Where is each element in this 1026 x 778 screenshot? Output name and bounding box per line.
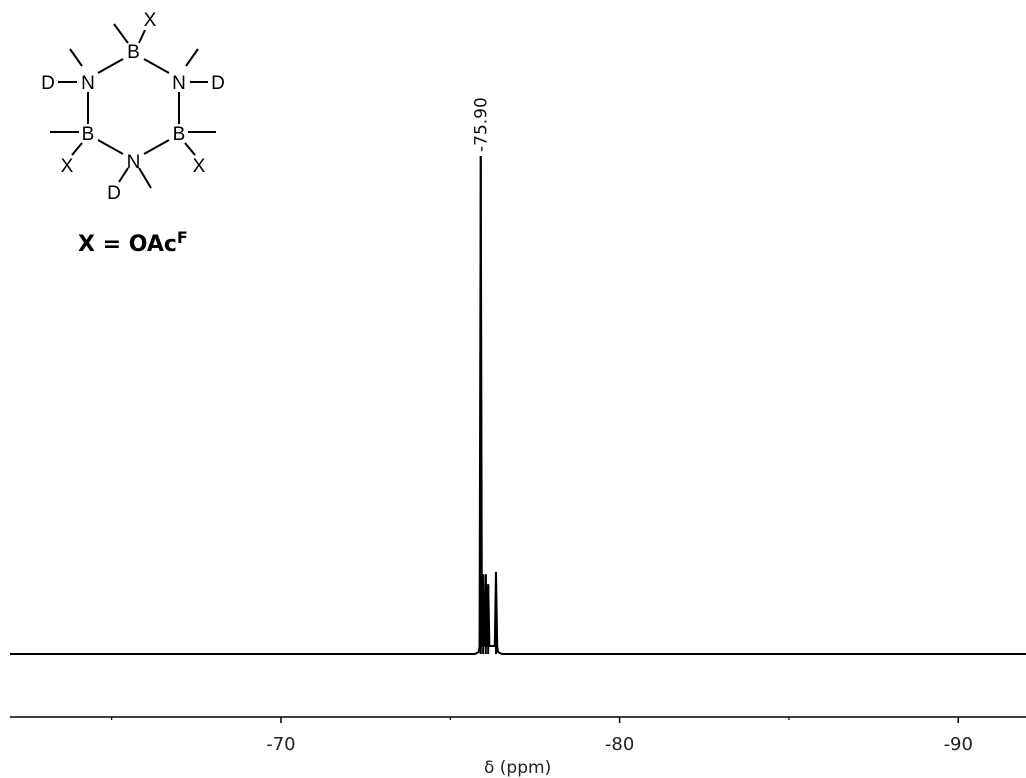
bond-btop-nright (143, 58, 170, 74)
bond-btop-nleft (97, 58, 124, 74)
atom-d-left: D (41, 73, 55, 94)
tick-label-1: -80 (605, 734, 634, 755)
atom-d-bottom: D (107, 183, 121, 204)
bond-bleft-nbottom (97, 139, 124, 155)
spectrum-plot: -75.90 (10, 97, 1026, 655)
tick-label-0: -70 (266, 734, 295, 755)
caption-superscript: F (177, 228, 188, 247)
peak-label-0: -75.90 (472, 97, 492, 152)
spectrum-trace (10, 155, 1026, 655)
bond-nleft-methyl (69, 48, 83, 67)
bond-btop-x (138, 29, 146, 44)
atom-b-right: B (173, 124, 186, 145)
atom-x-left: X (61, 156, 74, 177)
x-axis-title: δ (ppm) (484, 758, 551, 778)
bond-nright-methyl (185, 48, 199, 67)
bond-nbottom-methyl (138, 167, 152, 189)
substituent-caption: X = OAcF (78, 228, 188, 257)
atom-n-bottom: N (127, 152, 141, 173)
atom-x-top: X (144, 10, 157, 31)
borazine-structure: B N N B B N D D D X X X (41, 10, 225, 204)
tick-label-2: -90 (944, 734, 973, 755)
atom-b-left: B (82, 124, 95, 145)
atom-d-right: D (211, 73, 225, 94)
atom-b-top: B (127, 42, 140, 63)
atom-n-right: N (172, 73, 186, 94)
bond-nbottom-d (118, 167, 129, 183)
bond-bright-nbottom (143, 139, 170, 155)
bond-bright-x (184, 142, 196, 156)
bond-bleft-x (71, 142, 83, 156)
bond-btop-methyl (113, 23, 129, 44)
caption-prefix: X = OAc (78, 232, 177, 257)
x-axis: -70 -80 -90 δ (ppm) (10, 716, 1026, 778)
atom-n-left: N (81, 73, 95, 94)
atom-x-right: X (193, 156, 206, 177)
